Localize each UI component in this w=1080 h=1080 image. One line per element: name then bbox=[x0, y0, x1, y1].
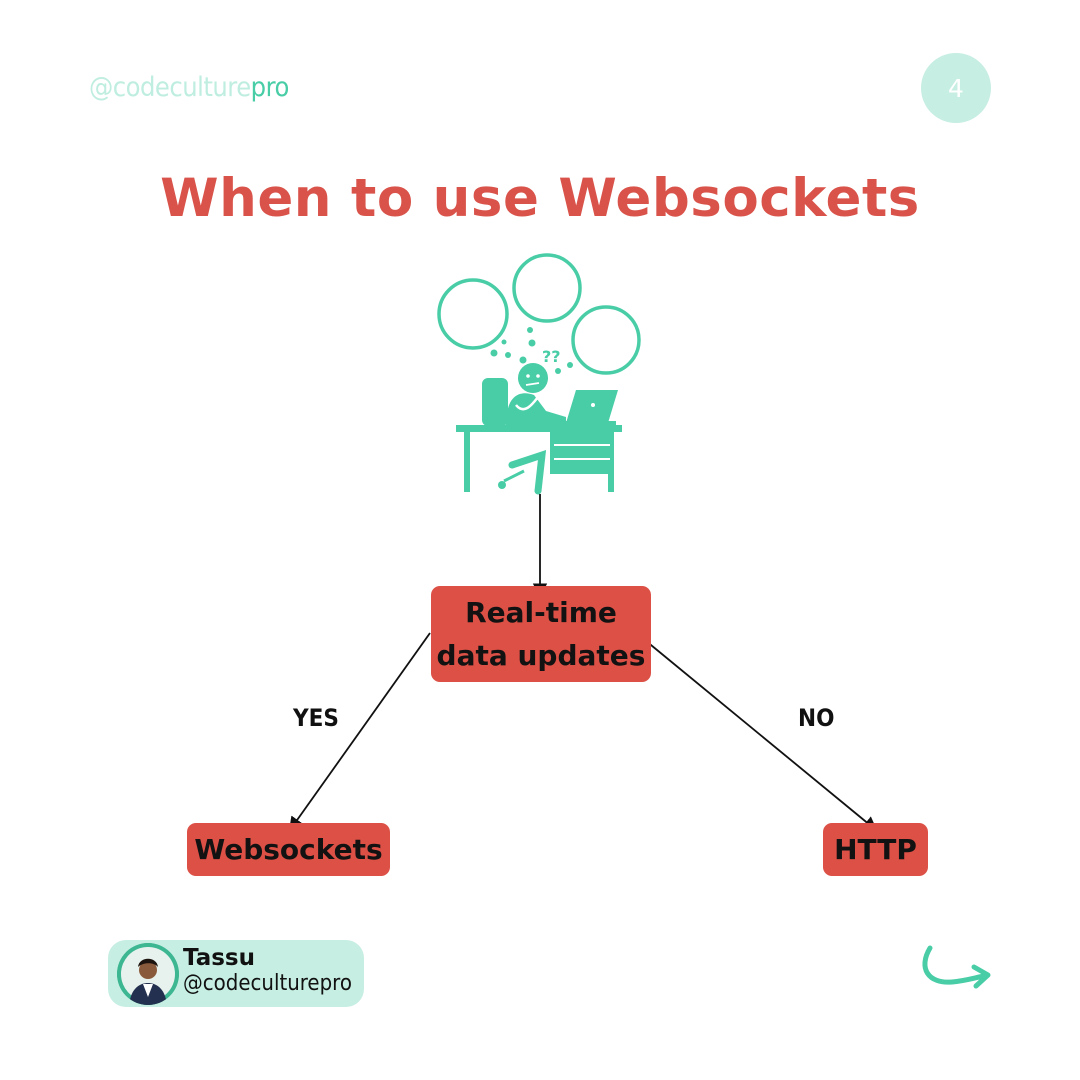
author-name: Tassu bbox=[183, 945, 255, 971]
page-title: When to use Websockets bbox=[160, 168, 920, 229]
avatar bbox=[117, 943, 179, 1005]
brand-handle: @codeculturepro bbox=[89, 72, 289, 103]
result-node-websockets: Websockets bbox=[187, 823, 390, 876]
author-handle: @codeculturepro bbox=[183, 971, 352, 996]
decision-node-line2: data updates bbox=[436, 639, 646, 672]
thought-question-marks: ?? bbox=[542, 347, 561, 366]
no-label: NO bbox=[798, 704, 835, 732]
connector-yes bbox=[288, 632, 431, 832]
decision-node-line1: Real-time bbox=[465, 596, 617, 629]
decision-node-realtime: Real-time data updates bbox=[431, 586, 651, 682]
brand-handle-prefix: @codeculture bbox=[89, 72, 251, 103]
page-number-badge: 4 bbox=[921, 53, 991, 123]
thinking-person-at-desk-icon: ?? bbox=[437, 253, 641, 495]
brand-handle-suffix: pro bbox=[250, 72, 290, 103]
result-node-http: HTTP bbox=[823, 823, 928, 876]
connector-no bbox=[639, 635, 878, 832]
yes-label: YES bbox=[293, 704, 339, 732]
author-card: Tassu @codeculturepro bbox=[108, 940, 364, 1007]
curved-arrow-right-icon[interactable] bbox=[918, 940, 994, 1000]
